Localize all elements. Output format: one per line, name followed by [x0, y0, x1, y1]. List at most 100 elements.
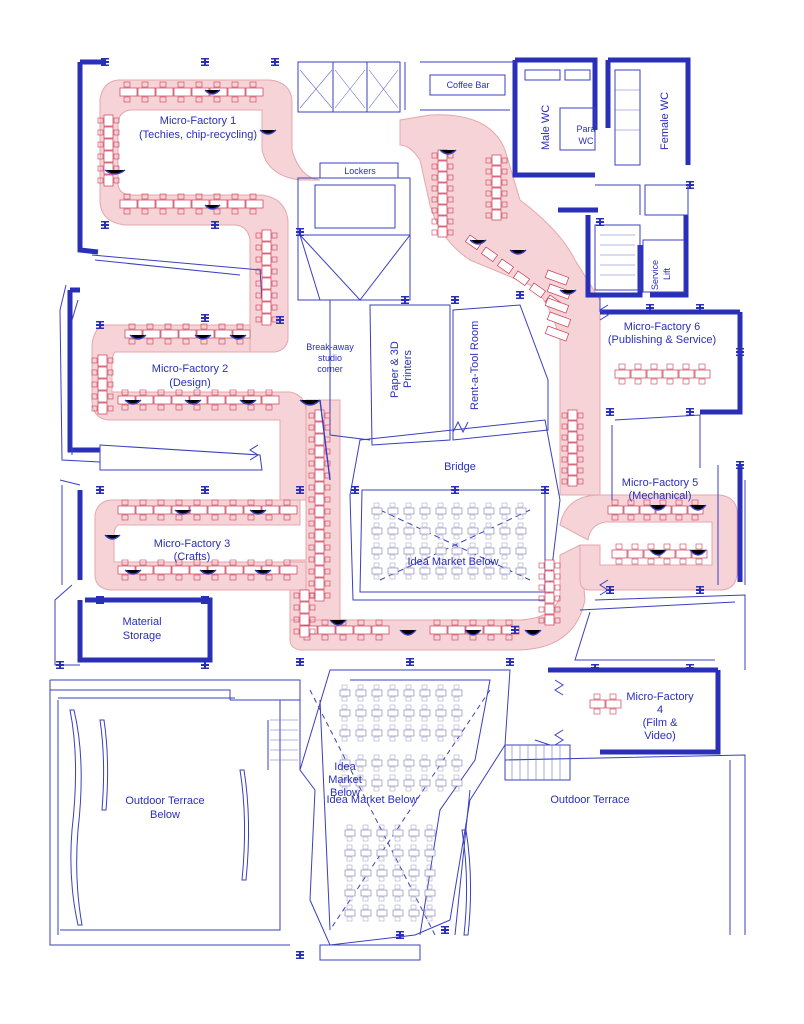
desk	[97, 402, 108, 415]
para-wc-label-1: Para	[576, 124, 595, 134]
desk	[408, 829, 420, 837]
column	[271, 58, 279, 60]
column	[204, 314, 206, 322]
desk	[567, 464, 578, 476]
mf6-subtitle: (Publishing & Service)	[608, 334, 716, 346]
column	[689, 408, 691, 416]
chair	[346, 896, 353, 902]
column	[606, 414, 614, 416]
chair	[357, 736, 364, 742]
desk	[403, 779, 415, 787]
desk	[371, 567, 383, 575]
chair	[405, 736, 412, 742]
column	[541, 492, 549, 494]
desk	[499, 527, 511, 535]
desk	[424, 869, 436, 877]
desk	[483, 527, 495, 535]
chair	[410, 836, 417, 842]
column	[451, 492, 459, 494]
chair	[405, 696, 412, 702]
chair	[378, 876, 385, 882]
chair	[695, 543, 703, 550]
desk	[515, 547, 527, 555]
desk	[103, 174, 114, 187]
desk	[675, 549, 692, 559]
column	[591, 664, 599, 666]
chair	[193, 389, 201, 396]
chair	[675, 514, 683, 521]
column	[201, 667, 209, 669]
chair	[211, 389, 219, 396]
chair	[91, 381, 98, 388]
chair	[218, 323, 226, 330]
chair	[453, 562, 460, 568]
desk	[392, 889, 404, 897]
desk	[371, 507, 383, 515]
chair	[394, 824, 401, 830]
chair	[309, 616, 316, 623]
rent-tool-label: Rent-a-Tool Room	[469, 321, 481, 410]
chair	[164, 338, 172, 345]
female-wc-label: Female WC	[659, 92, 671, 150]
chair	[469, 619, 477, 626]
chair	[389, 724, 396, 730]
chair	[255, 280, 262, 287]
chair	[271, 304, 278, 311]
chair	[123, 96, 131, 103]
chair	[362, 884, 369, 890]
chair	[346, 836, 353, 842]
chair	[421, 774, 428, 780]
chair	[357, 684, 364, 690]
workstation-desks	[91, 81, 711, 715]
chair	[618, 378, 626, 385]
chair	[247, 514, 255, 521]
chair	[426, 904, 433, 910]
paper-printers-label-2: Printers	[402, 350, 414, 388]
lockers-label: Lockers	[344, 166, 376, 176]
idea-market-below-label: Idea Market Below	[407, 556, 498, 568]
column	[96, 492, 104, 494]
chair	[324, 532, 331, 539]
chair	[373, 554, 380, 560]
desk	[424, 889, 436, 897]
column	[596, 224, 604, 226]
desk	[261, 229, 272, 242]
column	[204, 486, 206, 494]
chair	[405, 786, 412, 792]
column	[401, 302, 409, 304]
desk	[225, 565, 244, 575]
desk	[371, 709, 383, 717]
chair	[394, 864, 401, 870]
chair	[229, 389, 237, 396]
desk	[261, 277, 272, 290]
desk	[153, 505, 172, 515]
column	[299, 228, 301, 236]
desk	[227, 199, 246, 209]
chair	[308, 412, 315, 419]
column	[201, 320, 209, 322]
chair	[501, 542, 508, 548]
chair	[249, 96, 257, 103]
desk	[387, 709, 399, 717]
desk	[403, 527, 415, 535]
desk	[447, 625, 466, 635]
chair	[91, 405, 98, 412]
column	[696, 592, 704, 594]
chair	[113, 153, 120, 160]
desk	[419, 689, 431, 697]
chair	[517, 562, 524, 568]
column	[214, 221, 216, 229]
chair	[247, 404, 255, 411]
column	[451, 486, 459, 488]
chair	[421, 514, 428, 520]
chair	[213, 96, 221, 103]
desk	[392, 909, 404, 917]
chair	[561, 445, 568, 452]
desk	[491, 154, 502, 166]
desk	[314, 529, 325, 542]
chair	[177, 96, 185, 103]
desk	[317, 625, 336, 635]
desk	[419, 527, 431, 535]
column	[99, 596, 101, 604]
chair	[308, 424, 315, 431]
